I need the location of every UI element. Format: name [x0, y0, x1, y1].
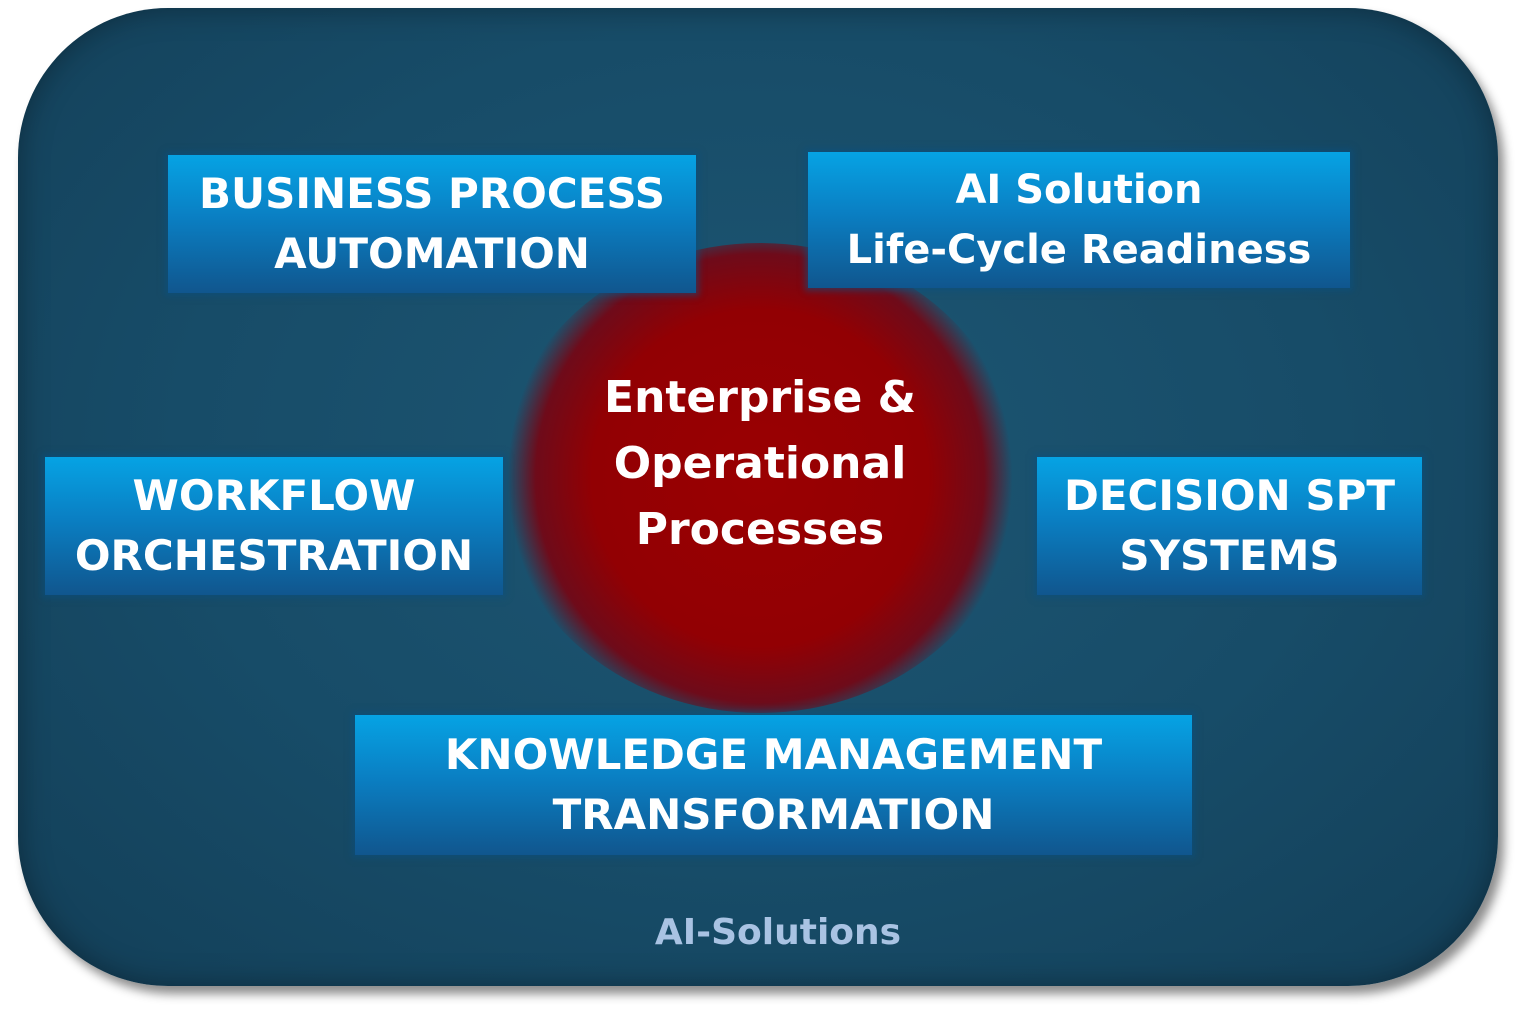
knowledge-management-box: KNOWLEDGE MANAGEMENT TRANSFORMATION [355, 715, 1192, 855]
central-label: Enterprise & Operational Processes [604, 372, 916, 555]
panel-footer-label: AI-Solutions [654, 912, 902, 953]
central-circle [500, 243, 1020, 713]
ai-solution-lifecycle-box: AI Solution Life-Cycle Readiness [808, 152, 1350, 288]
decision-support-systems-box: DECISION SPT SYSTEMS [1037, 457, 1422, 595]
business-process-automation-box: BUSINESS PROCESS AUTOMATION [168, 155, 696, 293]
workflow-orchestration-box: WORKFLOW ORCHESTRATION [45, 457, 503, 595]
